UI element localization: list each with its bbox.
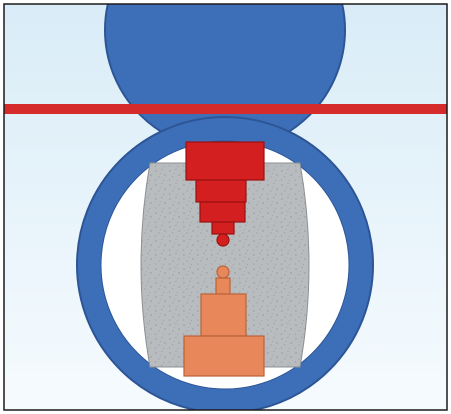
orange-stepped-probe-icon	[183, 265, 265, 377]
frame-border	[3, 3, 448, 411]
red-stepped-probe-icon	[185, 141, 265, 247]
speckled-insert	[140, 162, 310, 368]
red-horizontal-line	[4, 104, 447, 114]
